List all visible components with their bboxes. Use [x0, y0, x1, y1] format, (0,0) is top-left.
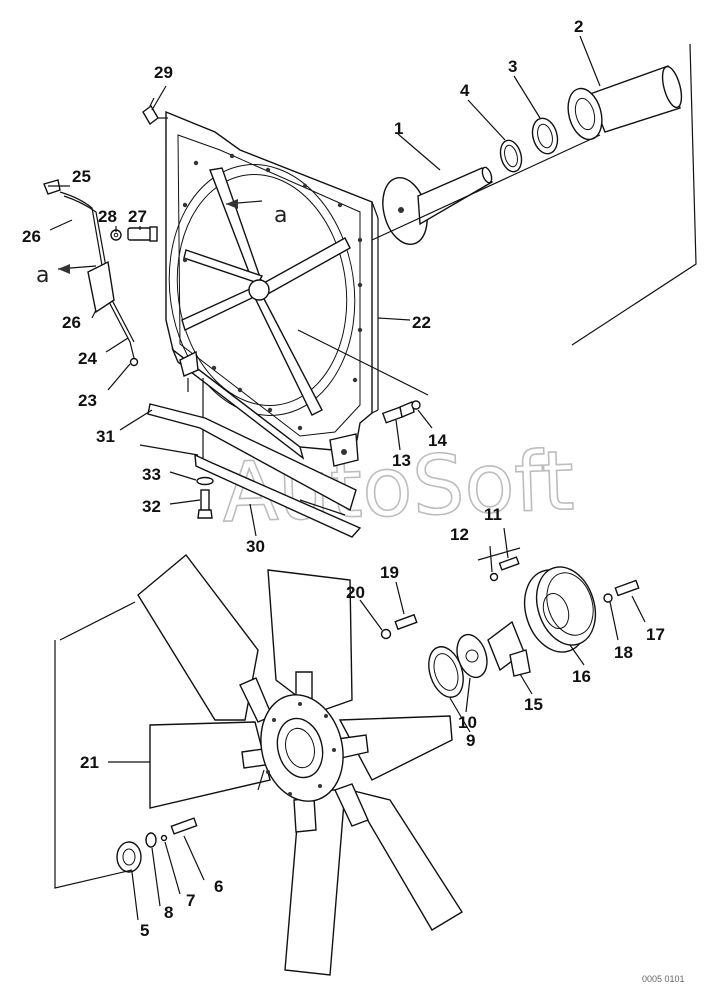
part-label-8: 8	[164, 903, 173, 922]
support-bars	[139, 400, 421, 538]
part-label-16: 16	[572, 667, 591, 686]
part-label-28: 28	[98, 207, 117, 226]
part-label-20: 20	[346, 583, 365, 602]
part-label-24: 24	[78, 349, 97, 368]
part-label-7: 7	[186, 891, 195, 910]
part-label-12: 12	[450, 525, 469, 544]
part-label-26-lower: 26	[62, 313, 81, 332]
part-label-32: 32	[142, 497, 161, 516]
part-label-23: 23	[78, 391, 97, 410]
view-arrow-a-upper: a	[225, 199, 287, 228]
leader-lines	[48, 35, 646, 921]
part-label-19: 19	[380, 563, 399, 582]
part-label-14: 14	[428, 431, 447, 450]
part-label-17: 17	[646, 625, 665, 644]
sensor-bracket-assembly	[43, 97, 168, 367]
drawing-code: 0005 0101	[642, 974, 685, 984]
watermark: AutoSoft	[220, 434, 575, 541]
part-label-27: 27	[128, 207, 147, 226]
part-label-6: 6	[214, 877, 223, 896]
part-label-21: 21	[80, 753, 99, 772]
part-label-11: 11	[484, 505, 502, 524]
svg-text:a: a	[274, 203, 287, 228]
part-label-1: 1	[394, 119, 403, 138]
part-label-33: 33	[142, 465, 161, 484]
svg-text:a: a	[36, 263, 49, 288]
cooling-fan	[54, 553, 463, 976]
shroud-frame	[165, 110, 379, 467]
part-label-4: 4	[460, 81, 470, 100]
part-labels: 1 2 3 4 5 6 7 8 9 10 11 12 13 14 15 16 1…	[22, 17, 665, 940]
part-label-10: 10	[458, 713, 477, 732]
part-label-31: 31	[96, 427, 115, 446]
pulley-assembly	[428, 547, 640, 698]
view-arrow-a-left: a	[36, 263, 97, 288]
part-label-30: 30	[246, 537, 265, 556]
part-label-22: 22	[412, 313, 431, 332]
part-label-3: 3	[508, 57, 517, 76]
part-label-5: 5	[140, 921, 149, 940]
part-label-25: 25	[72, 167, 91, 186]
part-label-15: 15	[524, 695, 543, 714]
part-label-9: 9	[466, 731, 475, 750]
part-label-26-upper: 26	[22, 227, 41, 246]
part-label-2: 2	[574, 17, 583, 36]
part-label-29: 29	[154, 63, 173, 82]
part-label-18: 18	[614, 643, 633, 662]
part-label-13: 13	[392, 451, 411, 470]
fan-shaft-assembly	[297, 43, 697, 396]
